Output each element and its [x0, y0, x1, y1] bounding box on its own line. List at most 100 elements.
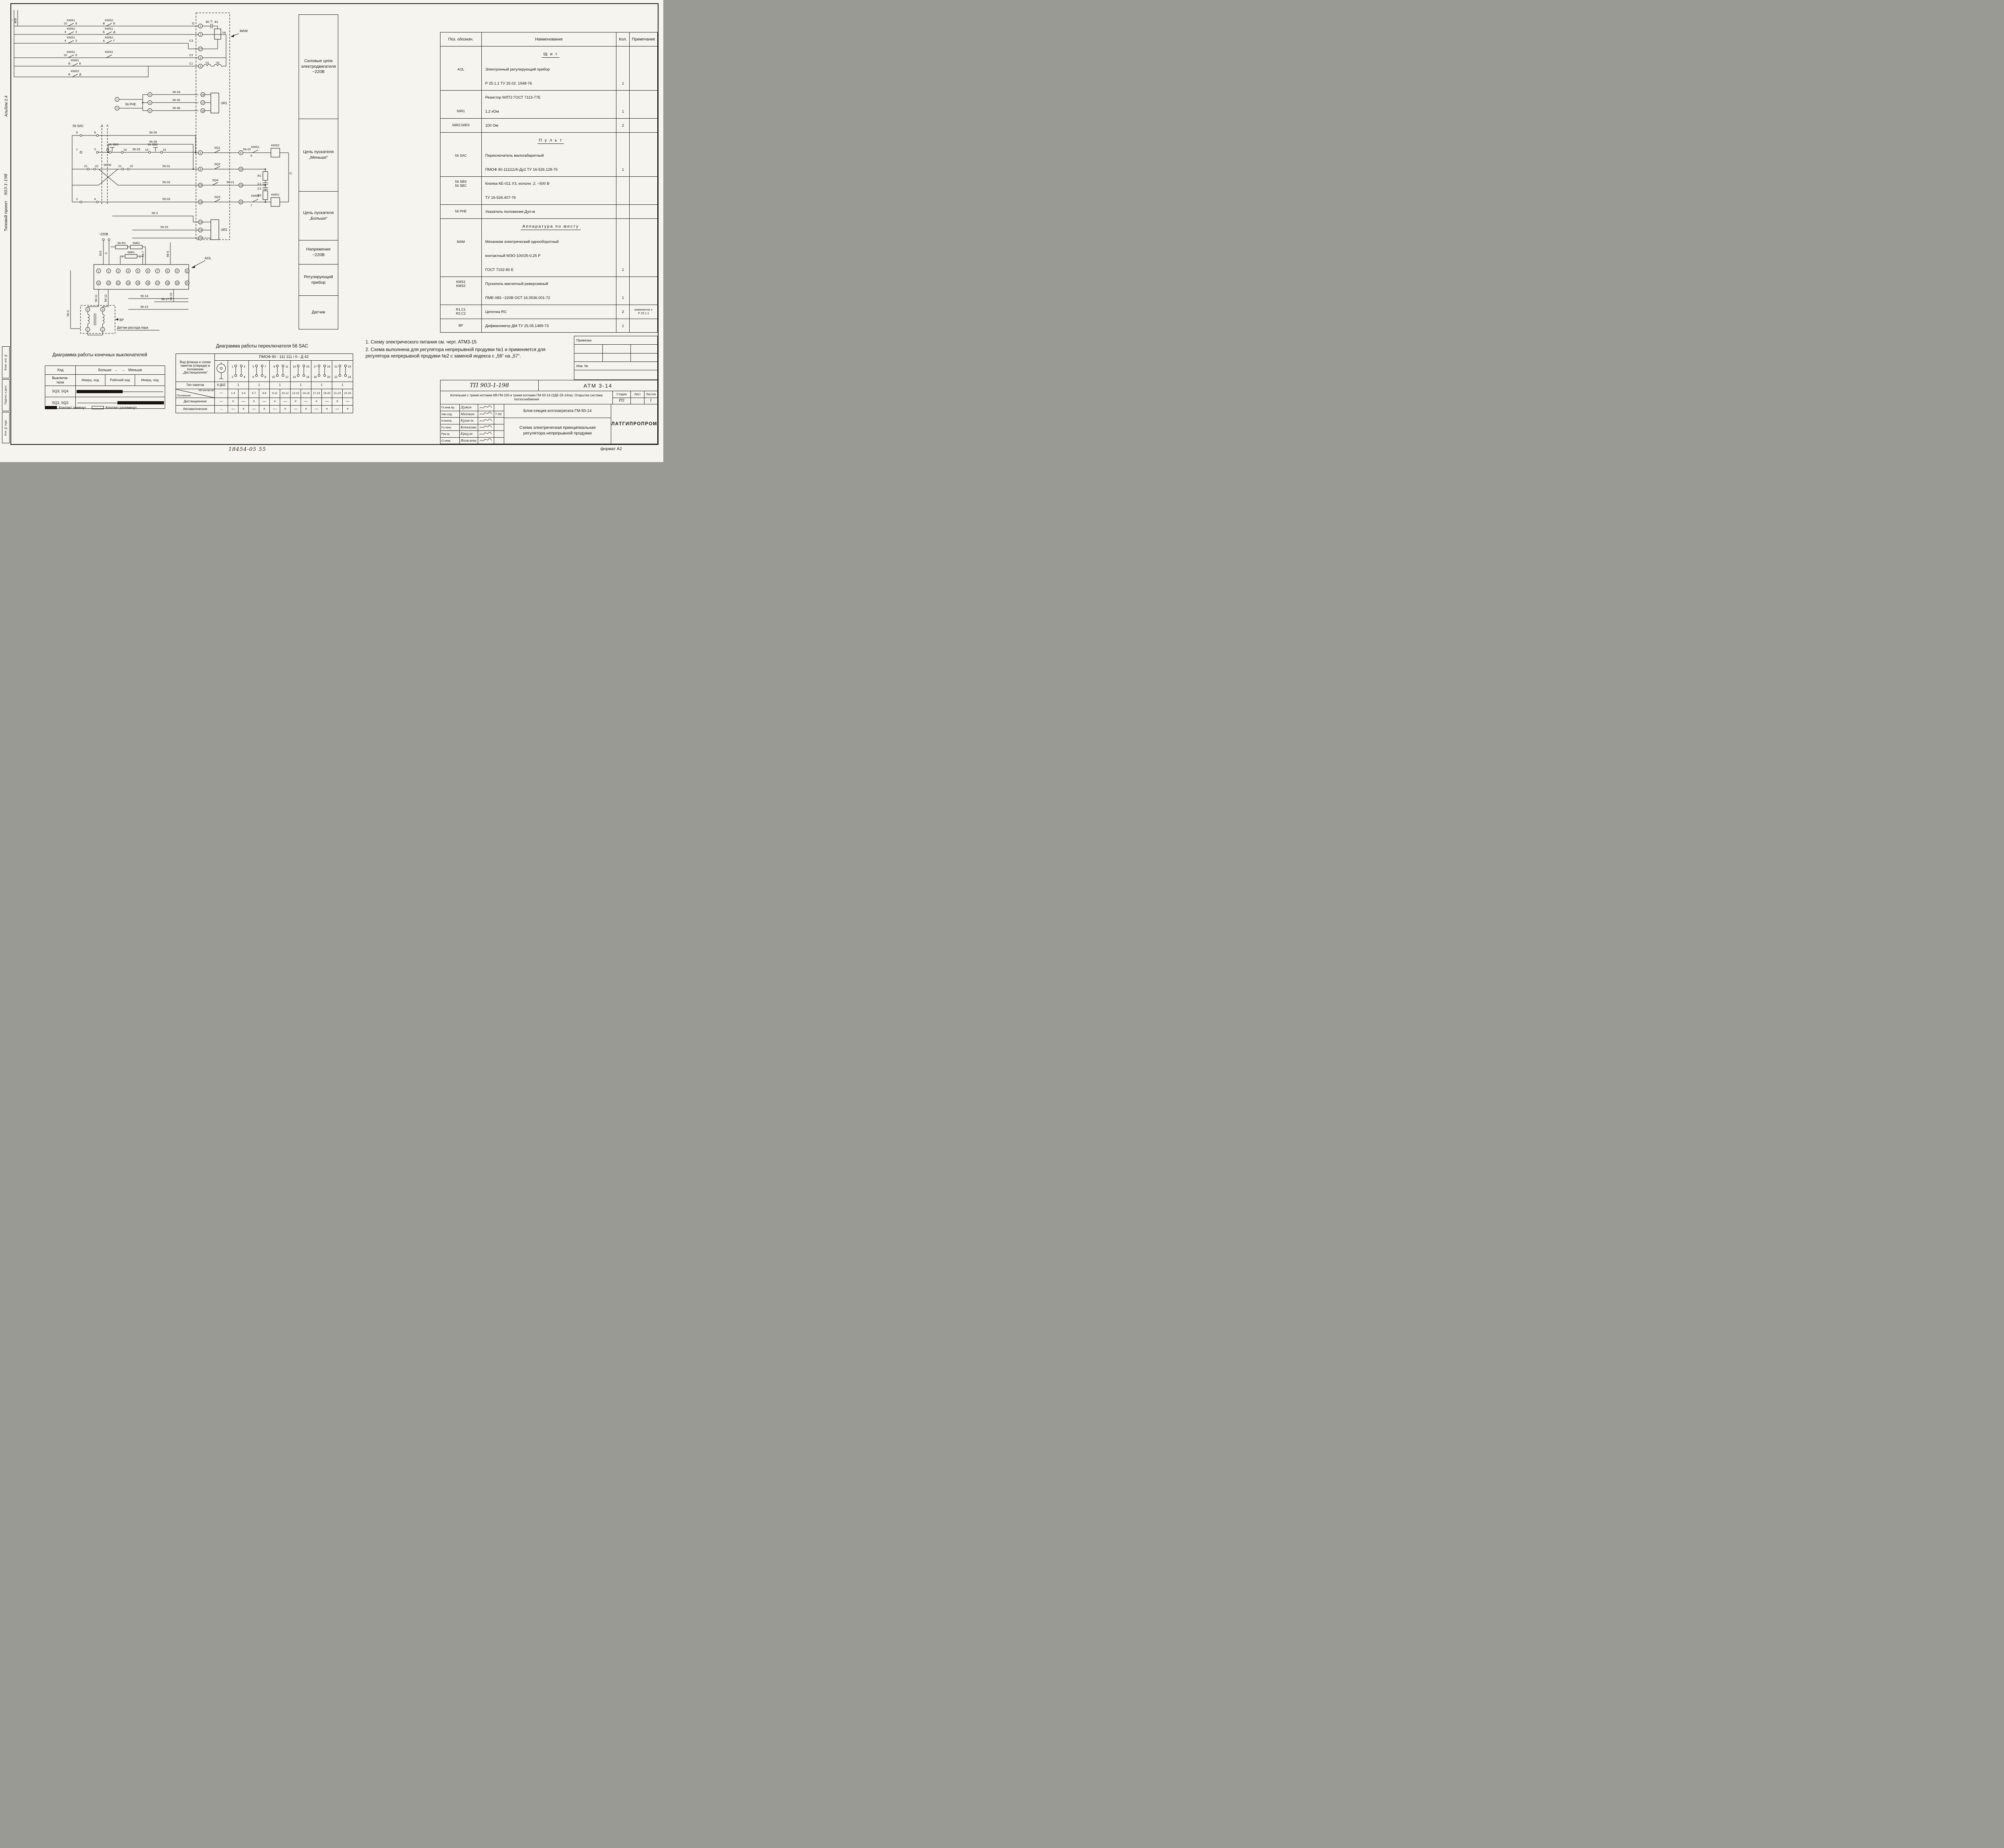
wire-label: 56 SAC	[73, 124, 84, 128]
open-contact-swatch	[91, 406, 104, 409]
spec-note-cell	[630, 291, 657, 305]
package-contact-number: 24	[348, 376, 351, 379]
terminal-circle	[155, 269, 160, 273]
wire-label: 56-7	[141, 251, 145, 257]
contact-pair-header: 21-23	[332, 389, 343, 398]
terminal-circle	[238, 167, 243, 172]
lists-header: Листов	[646, 392, 656, 396]
terminal-circle	[238, 150, 243, 155]
terminal-number: 3	[149, 93, 151, 96]
terminal-circle	[185, 269, 190, 273]
wire-label: А	[103, 39, 105, 42]
terminal-circle	[135, 281, 140, 285]
sac-flange-label: Вид фланца и схема пакетов (спереди) в п…	[176, 353, 215, 382]
contact-pair-header: 1-3	[228, 389, 238, 398]
r2-resistor	[263, 190, 268, 200]
spec-pos-cell: 56 РНЕ	[440, 205, 482, 218]
spec-qty-cell	[616, 91, 630, 105]
spec-name-cell: ПМОФ 90-111111/II-Ду2 ТУ 16-526.128-75	[482, 163, 617, 176]
drawing-frame	[10, 3, 659, 445]
ur2-resolver	[210, 219, 219, 240]
closed-contact-bar	[76, 390, 123, 393]
signature	[478, 437, 494, 444]
r2-resistor-56	[130, 245, 143, 249]
terminal-number: 1	[200, 25, 201, 28]
package-contact-number: 16	[306, 376, 309, 379]
spec-qty-cell	[616, 235, 630, 249]
spec-pos-cell	[440, 291, 482, 305]
spec-pos-cell	[440, 249, 482, 263]
terminal-number: 20	[186, 282, 189, 285]
terminal-number: 2	[102, 328, 103, 331]
sac-switch-diagram: Вид фланца и схема пакетов (спереди) в п…	[176, 353, 353, 413]
wire-label: В	[68, 62, 70, 65]
terminal-number: 13	[199, 221, 202, 224]
terminal-number: 15	[137, 282, 139, 285]
wire-label: KMS2	[67, 50, 75, 54]
wire-label: 56 R3	[117, 241, 125, 245]
wire-label: 56-14	[140, 294, 148, 298]
signature	[478, 424, 494, 430]
limit-data-row: SQ3; SQ4	[45, 386, 165, 397]
contact-state-cell: —	[301, 398, 311, 406]
spec-note-cell: комплектно с Р 25.1.1	[634, 308, 653, 315]
spec-pos-cell: ВР	[440, 319, 482, 332]
limit-diagram-title: Диаграмма работы конечных выключателей	[52, 353, 147, 357]
wire-label: 3	[94, 147, 96, 151]
terminal-number: 12	[107, 282, 110, 285]
sac-type-value: 1	[311, 382, 332, 389]
terminal-circle	[165, 269, 170, 273]
terminal-number: 1	[87, 328, 89, 331]
spec-pos-cell	[440, 91, 482, 105]
wire-label: 4	[65, 30, 66, 34]
wire-label: 56-3	[152, 211, 158, 215]
terminal-number: 17	[202, 101, 204, 104]
spec-section-row: П у л ь т	[440, 133, 657, 149]
package-contact-number: 8	[265, 376, 266, 379]
wire-label: 2	[139, 255, 141, 259]
stage-value: РП	[613, 398, 631, 404]
bp-boundary-box	[80, 305, 115, 334]
sac-position-name: Дистанционное	[176, 398, 215, 406]
person-name: Крауле	[460, 431, 478, 437]
terminal-circle	[198, 55, 203, 60]
contact-state-cell: ×	[248, 398, 259, 406]
terminal-circle	[115, 106, 119, 111]
package-contact-number: 12	[285, 376, 289, 379]
limit-direction-cell: Больше←→Меньше	[76, 366, 165, 374]
contact-state-cell: ×	[311, 398, 322, 406]
wire-label: 56R1	[127, 250, 135, 254]
person-date	[494, 431, 504, 437]
wire-label: 56-12	[104, 294, 107, 302]
spec-pos-cell	[440, 46, 482, 63]
spec-header-cell: Примечание	[632, 37, 655, 42]
person-date	[494, 404, 504, 411]
package-contact-number: 3	[244, 366, 245, 368]
stage-grid: Стадия Лист Листов РП 1	[613, 391, 657, 404]
wire-label: UR2	[221, 228, 228, 232]
wire-label: 56-30	[103, 163, 111, 167]
spec-name-cell: ГОСТ 7192-80 Е	[482, 263, 617, 277]
wire-label: 56-9	[166, 251, 170, 257]
signature-squiggle	[479, 432, 492, 435]
wire-label: О	[289, 172, 292, 175]
wire-label: SQ2	[214, 162, 220, 166]
contact-state-cell: ×	[259, 405, 270, 413]
wire-label: 0	[12, 19, 13, 21]
title-block: ТП 903-1-198 АТМ 3-14 Котельная с тремя …	[440, 380, 658, 444]
person-role: Гл.инж.пр.	[440, 404, 460, 411]
package-contact-number: 4	[244, 376, 245, 379]
package-contact-number: 14	[293, 376, 296, 379]
signature-row: Гл.техн.Конькова	[440, 424, 504, 431]
nn-contacts-label: NN контактов	[198, 390, 214, 392]
sac-type-value: 1	[228, 382, 249, 389]
terminal-number: 23	[199, 184, 202, 187]
